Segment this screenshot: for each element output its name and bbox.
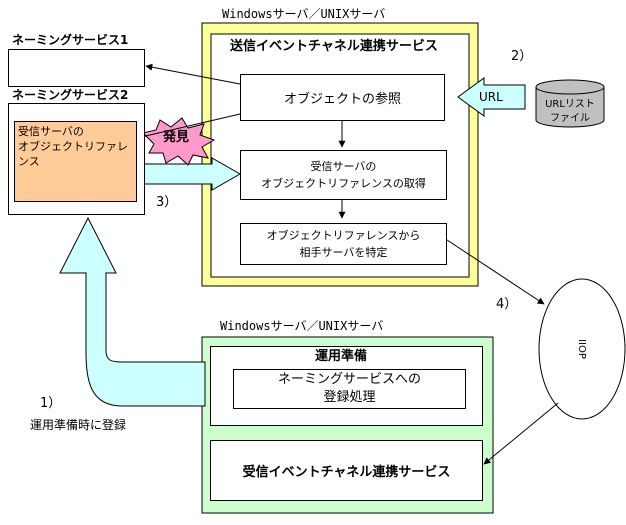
iiop-label: IIOP [572, 325, 592, 373]
receiver-ref-text: 受信サーバの オブジェクトリファレンス [18, 125, 128, 168]
arrow-iiop-to-recv [483, 402, 559, 465]
prep-box: 運用準備 ネーミングサービスへの 登録処理 [210, 346, 483, 426]
step1-number: 1） [40, 396, 62, 411]
get-ref-text: 受信サーバの オブジェクトリファレンスの取得 [261, 160, 426, 190]
step2-number: 2） [511, 49, 533, 64]
naming2-title: ネーミングサービス2 [12, 88, 129, 102]
naming1-title: ネーミングサービス1 [12, 33, 129, 47]
server-label-top: Windowsサーバ／UNIXサーバ [222, 7, 386, 21]
url-file-text: URLリスト ファイル [545, 99, 595, 124]
identify-text: オブジェクトリファレンスから 相手サーバを特定 [266, 229, 421, 259]
receiver-ref-box: 受信サーバの オブジェクトリファレンス [14, 121, 137, 202]
step3-arrow [135, 157, 242, 191]
recv-service-text: 受信イベントチャネル連携サービス [242, 465, 451, 480]
send-service-title: 送信イベントチャネル連携サービス [230, 39, 438, 54]
recv-service-box: 受信イベントチャネル連携サービス [210, 440, 483, 501]
prep-title: 運用準備 [315, 349, 368, 364]
object-ref-text: オブジェクトの参照 [283, 92, 401, 107]
arrow-identify-to-iiop [443, 237, 545, 305]
server-label-bottom: Windowsサーバ／UNIXサーバ [220, 319, 384, 333]
url-label: URL [479, 90, 503, 104]
step1-text: 運用準備時に登録 [30, 418, 127, 432]
object-ref-box: オブジェクトの参照 [240, 74, 445, 121]
step4-number: 4） [496, 297, 518, 312]
arrow-to-naming1 [145, 63, 241, 85]
iiop-label-text: IIOP [576, 339, 588, 359]
prep-inner-box: ネーミングサービスへの 登録処理 [233, 369, 466, 409]
prep-text: ネーミングサービスへの 登録処理 [277, 372, 421, 405]
get-ref-box: 受信サーバの オブジェクトリファレンスの取得 [240, 150, 447, 200]
discover-label: 発見 [163, 130, 190, 145]
identify-box: オブジェクトリファレンスから 相手サーバを特定 [240, 223, 447, 265]
step3-number: 3） [156, 195, 178, 210]
registration-arrow [59, 216, 206, 407]
naming1-box [8, 49, 145, 87]
